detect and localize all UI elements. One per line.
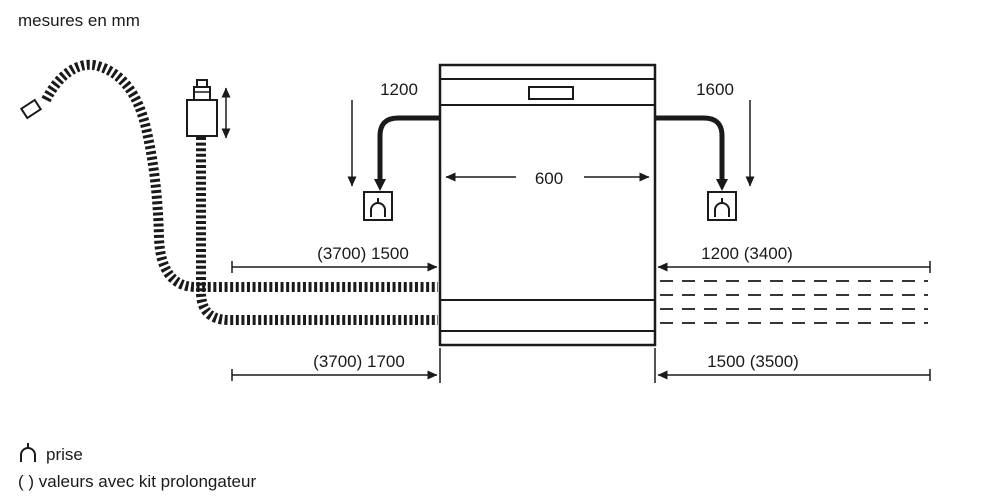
cord-right-arrowhead bbox=[716, 179, 728, 191]
supply-hose-tube bbox=[196, 137, 438, 325]
cord-right-path bbox=[655, 115, 725, 179]
diagram-title: mesures en mm bbox=[18, 11, 140, 30]
legend-socket-icon bbox=[20, 442, 36, 463]
aquastop-connector bbox=[193, 86, 211, 101]
power-cord-right: 1600 bbox=[655, 80, 755, 191]
dim-label-cord-left: 1200 bbox=[380, 80, 418, 99]
socket-left bbox=[363, 191, 393, 221]
socket-left-box bbox=[363, 191, 393, 221]
dim-label-supply-left: (3700) 1500 bbox=[317, 244, 409, 263]
socket-icon bbox=[714, 197, 730, 218]
hose-end-cap bbox=[19, 98, 43, 120]
aquastop-valve bbox=[186, 79, 231, 139]
dim-label-cord-right: 1600 bbox=[696, 80, 734, 99]
dishwasher-outline bbox=[438, 63, 657, 347]
socket-icon bbox=[370, 197, 386, 218]
socket-right-box bbox=[707, 191, 737, 221]
dim-label-width: 600 bbox=[535, 169, 563, 188]
drain-hose-tube bbox=[41, 59, 438, 292]
dishwasher-body bbox=[438, 63, 657, 347]
cord-left-path bbox=[377, 115, 440, 179]
drain-hose bbox=[19, 59, 438, 292]
dim-label-supply-right: 1200 (3400) bbox=[701, 244, 793, 263]
dim-drain-left: (3700) 1700 bbox=[231, 348, 441, 383]
legend-extension-note: ( ) valeurs avec kit prolongateur bbox=[18, 472, 256, 491]
cord-left-arrowhead bbox=[374, 179, 386, 191]
supply-hose bbox=[196, 137, 438, 325]
power-cord-left: 1200 bbox=[347, 80, 440, 191]
aquastop-body bbox=[186, 99, 218, 137]
dim-supply-left: (3700) 1500 bbox=[231, 244, 438, 273]
control-panel bbox=[528, 86, 574, 100]
dim-label-drain-left: (3700) 1700 bbox=[313, 352, 405, 371]
dim-appliance-width: 600 bbox=[445, 169, 650, 188]
legend-socket-label: prise bbox=[46, 445, 83, 464]
legend: prise ( ) valeurs avec kit prolongateur bbox=[18, 442, 256, 491]
dim-supply-right: 1200 (3400) bbox=[657, 244, 931, 273]
dim-label-drain-right: 1500 (3500) bbox=[707, 352, 799, 371]
socket-right bbox=[707, 191, 737, 221]
dim-drain-right: 1500 (3500) bbox=[654, 348, 931, 383]
aquastop-top-cap bbox=[196, 79, 208, 88]
extended-hoses-dashed bbox=[660, 280, 928, 324]
